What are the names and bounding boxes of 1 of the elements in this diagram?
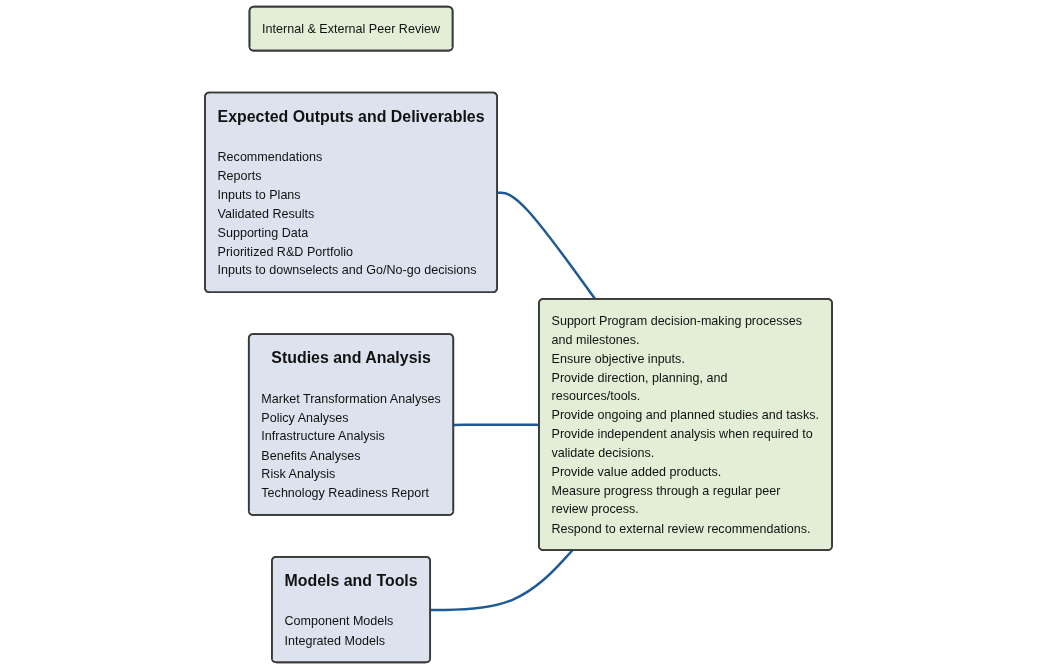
connector xyxy=(430,549,574,612)
